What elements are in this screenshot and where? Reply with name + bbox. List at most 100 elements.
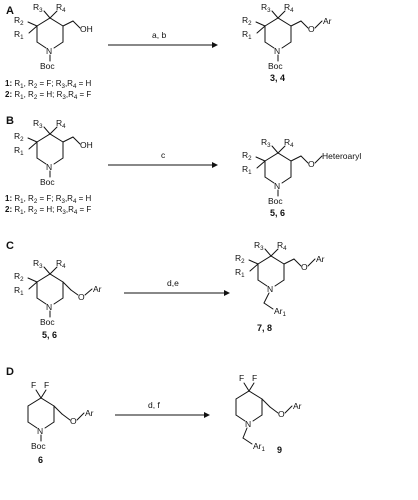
panel-d-starting-material: F F N Boc O Ar 6 [27,380,94,465]
panel-a-starting-material: N Boc OH R2 R1 R3 R4 [14,2,93,71]
ch2-o-bond [72,20,81,29]
panel-b: B N Boc OH R2 R1 R3 R4 1: R1, R2 = F; R3… [5,115,361,218]
r2-label: R2 [14,271,24,283]
nitrogen-label: N [46,302,52,312]
panel-c-product-ids: 7, 8 [257,323,272,333]
panel-a-arrow: a, b [108,30,218,48]
panel-b-reagents: c [161,150,166,160]
panel-c: C N Boc O Ar R2 R1 R3 R4 5, 6 d [6,240,325,340]
r2-label: R2 [235,253,245,265]
boc-label: Boc [268,196,283,206]
oxygen-label: O [278,409,285,419]
panel-b-label: B [6,115,14,127]
r1-label: R1 [235,267,245,279]
r1-label: R1 [242,164,252,176]
fluorine-label: F [31,380,36,390]
ring-bond [53,41,64,49]
r3-label: R3 [254,240,264,252]
ar1-label: Ar1 [253,441,266,453]
hydroxyl-label: OH [80,24,93,34]
panel-a: A N Boc OH R2 R1 R3 R4 1: R1, R2 = F; R3… [5,2,332,101]
panel-c-starting-material: N Boc O Ar R2 R1 R3 R4 5, 6 [14,258,102,340]
boc-label: Boc [40,317,55,327]
r4-bond [49,10,58,19]
r4-label: R4 [56,118,66,130]
boc-label: Boc [40,177,55,187]
oxygen-label: O [308,159,315,169]
hydroxyl-label: OH [80,140,93,150]
aryl-label: Ar [293,401,302,411]
r3-label: R3 [33,118,43,130]
panel-a-label: A [6,5,14,17]
panel-c-label: C [6,240,14,252]
fluorine-label: F [44,380,49,390]
nitrogen-label: N [37,426,43,436]
panel-a-reagents: a, b [152,30,166,40]
panel-a-product-ids: 3, 4 [270,73,285,83]
ring-bond [36,41,47,49]
panel-b-starting-material: N Boc OH R2 R1 R3 R4 [14,118,93,187]
r3-label: R3 [33,2,43,14]
panel-c-start-ids: 5, 6 [42,330,57,340]
panel-c-arrow: d,e [124,278,230,296]
r2-label: R2 [242,150,252,162]
aryl-label: Ar [323,16,332,26]
r2-bond [27,21,38,27]
panel-a-product: N Boc O Ar R2 R1 R3 R4 3, 4 [242,2,332,83]
nitrogen-label: N [274,181,280,191]
ar1-label: Ar1 [274,306,287,318]
r3-label: R3 [33,258,43,270]
ch2-bond [62,20,74,27]
r4-label: R4 [284,137,294,149]
r3-label: R3 [261,137,271,149]
nitrogen-label: N [46,162,52,172]
panel-d-product-id: 9 [277,445,282,455]
panel-b-arrow: c [108,150,218,168]
r4-label: R4 [284,2,294,14]
r2-label: R2 [242,15,252,27]
panel-d-product: F F N O Ar Ar1 9 [235,373,302,455]
boc-label: Boc [40,61,55,71]
heteroaryl-label: Heteroaryl [322,151,361,161]
fluorine-label: F [252,373,257,383]
r1-label: R1 [242,29,252,41]
r2-label: R2 [14,131,24,143]
r1-label: R1 [14,145,24,157]
aryl-label: Ar [316,254,325,264]
oxygen-label: O [308,24,315,34]
nitrogen-label: N [274,46,280,56]
oxygen-label: O [301,262,308,272]
panel-d-label: D [6,366,14,378]
panel-b-note-1: 1: R1, R2 = F; R3,R4 = H [5,194,92,205]
r2-label: R2 [14,15,24,27]
boc-label: Boc [31,441,46,451]
r4-label: R4 [56,258,66,270]
panel-a-note-1: 1: R1, R2 = F; R3,R4 = H [5,79,92,90]
nitrogen-label: N [46,46,52,56]
r1-label: R1 [14,29,24,41]
panel-c-product: N O Ar Ar1 R2 R1 R3 R4 7, 8 [235,240,325,333]
r4-label: R4 [277,240,287,252]
piperidine-ring [36,17,64,43]
panel-b-product: N Boc O Heteroaryl R2 R1 R3 R4 5, 6 [242,137,361,218]
panel-b-product-ids: 5, 6 [270,208,285,218]
boc-label: Boc [268,61,283,71]
r4-label: R4 [56,2,66,14]
panel-d-start-id: 6 [38,455,43,465]
panel-b-note-2: 2: R1, R2 = H; R3,R4 = F [5,205,91,216]
panel-a-note-2: 2: R1, R2 = H; R3,R4 = F [5,90,91,101]
oxygen-label: O [78,292,85,302]
nitrogen-label: N [245,419,251,429]
r3-label: R3 [261,2,271,14]
fluorine-label: F [239,373,244,383]
oxygen-label: O [70,416,77,426]
r1-bond [28,25,38,34]
panel-d: D F F N Boc O Ar 6 d, f [6,366,302,465]
panel-c-reagents: d,e [167,278,179,288]
aryl-label: Ar [93,284,102,294]
panel-d-reagents: d, f [148,400,160,410]
r3-bond [43,10,51,19]
aryl-label: Ar [85,408,94,418]
r1-label: R1 [14,285,24,297]
